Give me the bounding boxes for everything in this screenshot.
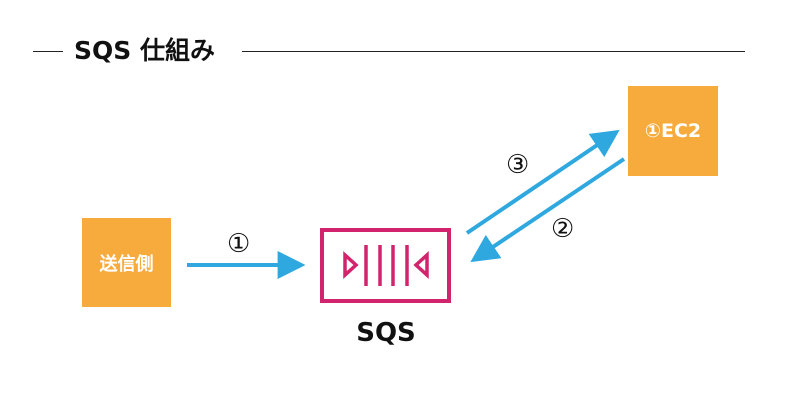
page-title: SQS 仕組み: [74, 36, 215, 65]
ec2-label: ①EC2: [644, 120, 702, 142]
step-label-two: ②: [551, 214, 575, 244]
heading-right-rule: [242, 51, 745, 52]
sender-label: 送信側: [99, 253, 154, 275]
sqs-queue-glyph: [343, 245, 429, 286]
arrow-ec2-to-sqs: [470, 157, 626, 263]
ec2-node: ①EC2: [628, 86, 718, 176]
sqs-label: SQS: [356, 318, 416, 348]
step-label-one: ①: [227, 229, 251, 259]
arrow-sqs-to-ec2: [465, 129, 620, 235]
heading-left-rule: [33, 51, 63, 52]
sender-node: 送信側: [82, 218, 171, 307]
sqs-queue-icon: [320, 228, 451, 303]
queue-left-chevron: [343, 251, 359, 279]
section-heading: SQS 仕組み: [0, 0, 800, 100]
step-label-three: ③: [506, 150, 530, 180]
queue-right-chevron: [413, 251, 429, 279]
